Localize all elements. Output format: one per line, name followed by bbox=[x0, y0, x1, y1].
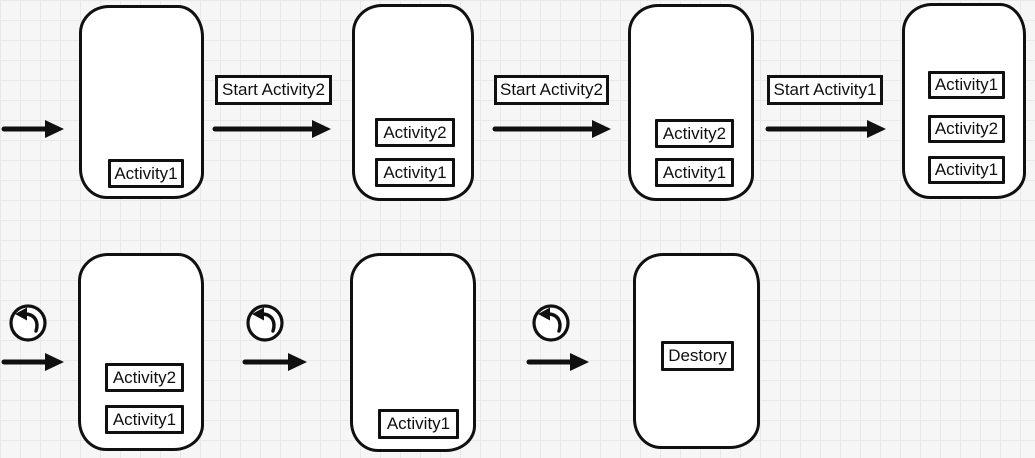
arrow-right-icon[interactable] bbox=[1, 116, 65, 142]
phone-state-3[interactable]: Activity2 Activity1 bbox=[628, 4, 754, 201]
activity-label: Activity2 bbox=[934, 119, 999, 138]
back-curved-arrow-icon[interactable] bbox=[530, 302, 572, 344]
back-curved-arrow-icon[interactable] bbox=[244, 302, 286, 344]
activity-label: Activity2 bbox=[383, 122, 447, 142]
activity-node[interactable]: Activity1 bbox=[928, 71, 1005, 99]
activity-label: Activity1 bbox=[386, 414, 451, 433]
arrow-right-icon[interactable] bbox=[765, 116, 887, 142]
transition-label[interactable]: Start Activity2 bbox=[494, 75, 609, 105]
activity-label: Activity1 bbox=[112, 409, 177, 429]
activity-node[interactable]: Activity1 bbox=[378, 409, 459, 439]
transition-label-text: Start Activity2 bbox=[222, 80, 325, 99]
activity-node[interactable]: Activity2 bbox=[928, 115, 1005, 143]
activity-node[interactable]: Activity1 bbox=[375, 158, 455, 187]
phone-state-7[interactable]: Destory bbox=[633, 253, 760, 449]
activity-node[interactable]: Activity2 bbox=[375, 118, 455, 147]
activity-label: Activity2 bbox=[662, 123, 727, 143]
arrow-right-icon[interactable] bbox=[242, 349, 308, 375]
activity-label: Activity2 bbox=[112, 367, 177, 387]
back-curved-arrow-icon[interactable] bbox=[7, 302, 49, 344]
activity-node[interactable]: Activity1 bbox=[108, 159, 184, 188]
activity-label: Activity1 bbox=[934, 160, 999, 179]
destroy-label: Destory bbox=[668, 346, 727, 365]
phone-state-2[interactable]: Activity2 Activity1 bbox=[352, 4, 474, 201]
activity-node[interactable]: Activity1 bbox=[928, 156, 1005, 184]
arrow-right-icon[interactable] bbox=[1, 349, 65, 375]
phone-state-1[interactable]: Activity1 bbox=[79, 5, 204, 199]
phone-state-6[interactable]: Activity1 bbox=[350, 253, 476, 452]
transition-label[interactable]: Start Activity1 bbox=[767, 75, 883, 105]
transition-label-text: Start Activity1 bbox=[773, 80, 877, 99]
activity-label: Activity1 bbox=[383, 162, 447, 182]
activity-label: Activity1 bbox=[114, 163, 178, 183]
activity-node[interactable]: Activity1 bbox=[655, 158, 734, 187]
activity-node[interactable]: Activity1 bbox=[105, 405, 184, 434]
destroy-node[interactable]: Destory bbox=[661, 341, 734, 371]
activity-label: Activity1 bbox=[662, 162, 727, 182]
transition-label-text: Start Activity2 bbox=[500, 80, 603, 99]
activity-node[interactable]: Activity2 bbox=[105, 363, 184, 392]
arrow-right-icon[interactable] bbox=[212, 116, 332, 142]
phone-state-5[interactable]: Activity2 Activity1 bbox=[78, 253, 204, 451]
arrow-right-icon[interactable] bbox=[492, 116, 612, 142]
activity-label: Activity1 bbox=[934, 75, 999, 94]
arrow-right-icon[interactable] bbox=[526, 349, 590, 375]
activity-node[interactable]: Activity2 bbox=[655, 119, 734, 148]
transition-label[interactable]: Start Activity2 bbox=[215, 75, 332, 105]
phone-state-4[interactable]: Activity1 Activity2 Activity1 bbox=[902, 3, 1026, 199]
